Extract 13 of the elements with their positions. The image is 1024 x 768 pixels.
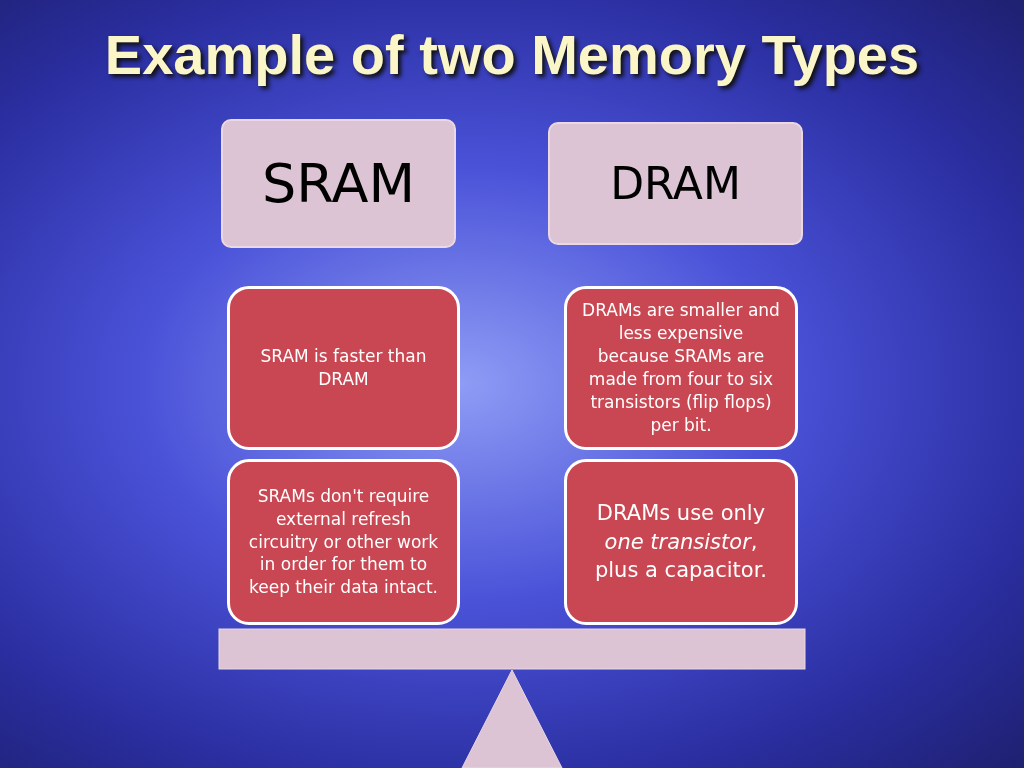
slide-title: Example of two Memory Types: [103, 22, 921, 87]
text-card: [564, 286, 798, 450]
card-text: DRAMs are smaller and less expensive because SRAMs are made from four to six transistors (flip flops) per bit.: [581, 299, 781, 437]
header-box: [221, 119, 456, 248]
text-card: [227, 459, 460, 625]
card-text: DRAMs use only one transistor, plus a capacitor.: [593, 500, 769, 585]
card-text: SRAM is faster than DRAM: [259, 345, 428, 391]
header-text: SRAM: [261, 152, 416, 215]
header-box: [548, 122, 803, 245]
text-card: [564, 459, 798, 625]
card-text: SRAMs don't require external refresh circuitry or other work in order for them to keep their data intact.: [247, 484, 440, 600]
text-card: [227, 286, 460, 450]
header-text: DRAM: [610, 158, 741, 209]
